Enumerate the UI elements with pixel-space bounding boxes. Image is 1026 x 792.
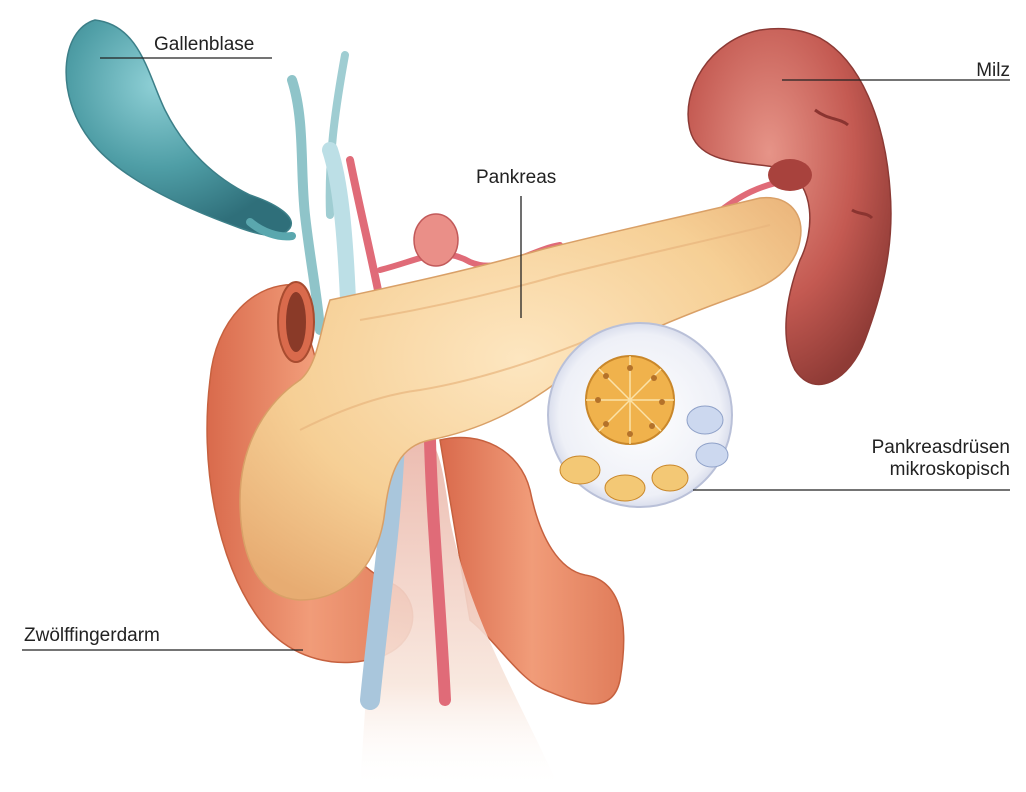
label-pankreasdruesen-line1: Pankreasdrüsen xyxy=(800,437,1010,459)
label-zwoelffingerdarm: Zwölffingerdarm xyxy=(24,625,160,647)
label-pankreas: Pankreas xyxy=(476,167,556,189)
label-milz: Milz xyxy=(960,60,1010,82)
microscopic-inset xyxy=(548,323,732,507)
label-pankreasdruesen-line2: mikroskopisch xyxy=(800,459,1010,481)
label-pankreasdruesen: Pankreasdrüsen mikroskopisch xyxy=(800,437,1010,481)
label-gallenblase: Gallenblase xyxy=(154,34,254,56)
